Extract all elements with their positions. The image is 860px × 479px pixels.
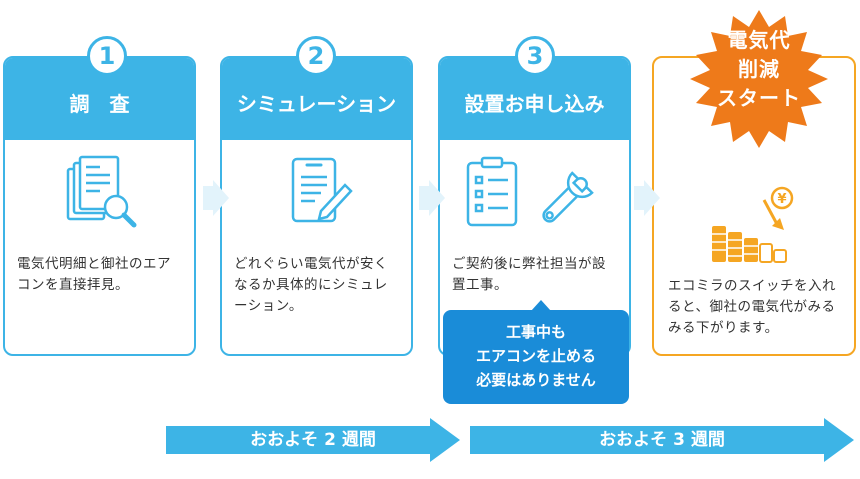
duration-label: おおよそ 2 週間 xyxy=(250,430,376,450)
step-number-badge: 3 xyxy=(515,36,555,76)
chevron-right-icon xyxy=(634,180,660,216)
step-description: ご契約後に弊社担当が設置工事。 xyxy=(452,256,606,293)
chevron-right-icon xyxy=(419,180,445,216)
step-number-badge: 2 xyxy=(296,36,336,76)
duration-arrow-3-weeks: おおよそ 3 週間 xyxy=(470,418,854,462)
document-pen-icon xyxy=(222,154,411,236)
chevron-right-icon xyxy=(203,180,229,216)
document-search-icon xyxy=(5,154,194,236)
duration-label: おおよそ 3 週間 xyxy=(599,430,725,450)
yen-coins-decrease-icon: ¥ xyxy=(708,186,808,270)
yen-symbol: ¥ xyxy=(777,192,786,207)
starburst-badge xyxy=(690,10,828,148)
step-description: 電気代明細と御社のエアコンを直接拝見。 xyxy=(17,256,171,293)
savings-start-label: 電気代 削減 スタート xyxy=(717,28,801,110)
checklist-wrench-icon xyxy=(440,154,629,236)
duration-arrow-2-weeks: おおよそ 2 週間 xyxy=(166,418,460,462)
step-number-badge: 1 xyxy=(87,36,127,76)
step-description: エコミラのスイッチを入れると、御社の電気代がみるみる下がります。 xyxy=(668,278,836,336)
step-card-simulation: シミュレーション どれぐらい電気代が安くなるか具体的にシミュレーション。 xyxy=(220,56,413,356)
no-ac-shutdown-callout: 工事中も エアコンを止める 必要はありません xyxy=(443,300,629,404)
step-description: どれぐらい電気代が安くなるか具体的にシミュレーション。 xyxy=(234,256,388,314)
step-card-survey: 調 査 電気代明細と御社のエアコンを直接拝見。 xyxy=(3,56,196,356)
